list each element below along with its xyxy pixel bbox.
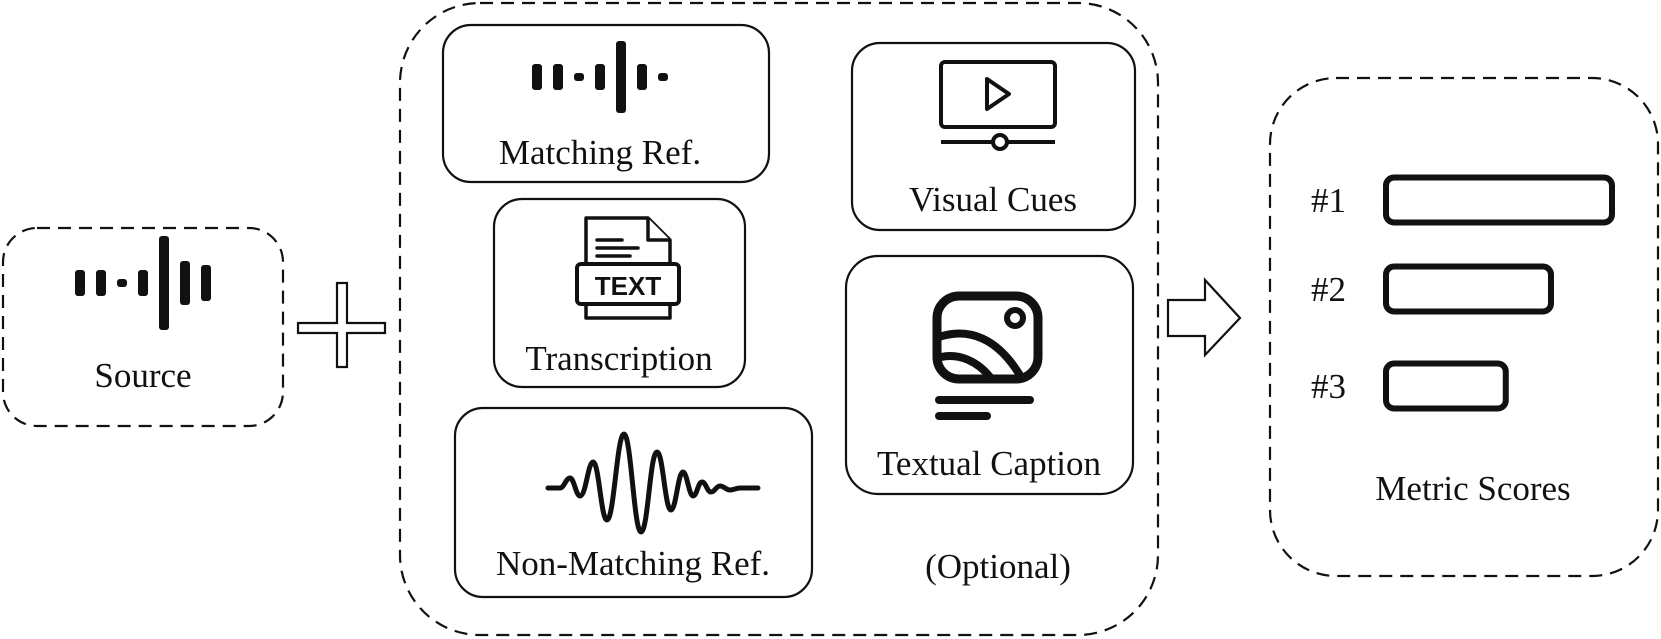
metric-rank-label: #2 (1311, 270, 1346, 309)
metric-score-bar (1383, 174, 1615, 226)
visual-cues-card: Visual Cues (850, 41, 1137, 232)
waveform-bar (616, 41, 626, 113)
text-document-icon: TEXT (575, 216, 681, 320)
waveform-bar (96, 270, 106, 296)
waveform-bar (658, 73, 668, 81)
metric-scores-panel: #1 #2 #3 Metric Scores (1268, 76, 1660, 578)
text-document-icon-label: TEXT (595, 271, 662, 301)
right-arrow-icon (1166, 277, 1242, 358)
textual-caption-label: Textual Caption (877, 444, 1101, 483)
metric-rank-label: #3 (1311, 367, 1346, 406)
waveform-bar (574, 73, 584, 81)
waveform-bar (75, 270, 85, 296)
references-panel: Matching Ref. TEXT Transcription Non-Mat… (398, 1, 1160, 637)
source-panel: Source (1, 226, 285, 428)
transcription-card: TEXT Transcription (492, 197, 747, 389)
waveform-bar (637, 64, 647, 90)
waveform-bar (117, 279, 127, 287)
video-player-icon (939, 60, 1057, 151)
optional-note: (Optional) (925, 547, 1071, 586)
textual-caption-card: Textual Caption (844, 254, 1135, 496)
waveform-icon (532, 41, 668, 113)
source-panel-border (1, 226, 285, 428)
waveform-bar (532, 64, 542, 90)
damped-wave-icon (545, 431, 761, 535)
non-matching-ref-label: Non-Matching Ref. (496, 544, 770, 583)
waveform-bar (159, 236, 169, 330)
waveform-bar (180, 261, 190, 305)
metric-score-bar (1383, 360, 1509, 412)
image-caption-icon (932, 291, 1043, 420)
matching-ref-card: Matching Ref. (441, 23, 771, 184)
transcription-label: Transcription (525, 339, 712, 378)
references-panel-border (398, 1, 1160, 637)
source-label: Source (94, 356, 191, 395)
metric-rank-list: #1 #2 #3 (1311, 174, 1615, 412)
waveform-bar (553, 64, 563, 90)
plus-icon (296, 281, 387, 369)
metric-score-bar (1383, 263, 1554, 315)
non-matching-ref-card: Non-Matching Ref. (453, 406, 814, 599)
metric-scores-panel-border (1268, 76, 1660, 578)
visual-cues-label: Visual Cues (909, 180, 1077, 219)
metric-rank-label: #1 (1311, 181, 1346, 220)
matching-ref-label: Matching Ref. (499, 133, 701, 172)
waveform-bar (201, 265, 211, 301)
waveform-bar (595, 64, 605, 90)
waveform-bar (138, 270, 148, 296)
metric-scores-label: Metric Scores (1375, 469, 1570, 508)
waveform-icon (75, 236, 211, 330)
